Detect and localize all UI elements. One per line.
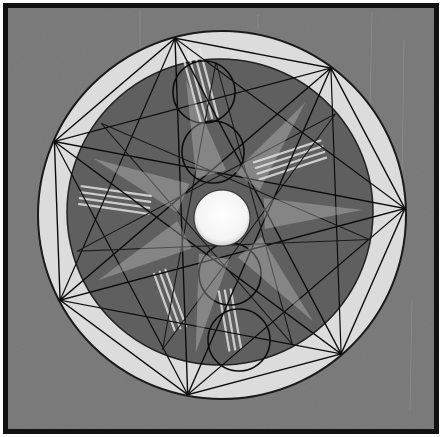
center-disc (194, 190, 250, 246)
